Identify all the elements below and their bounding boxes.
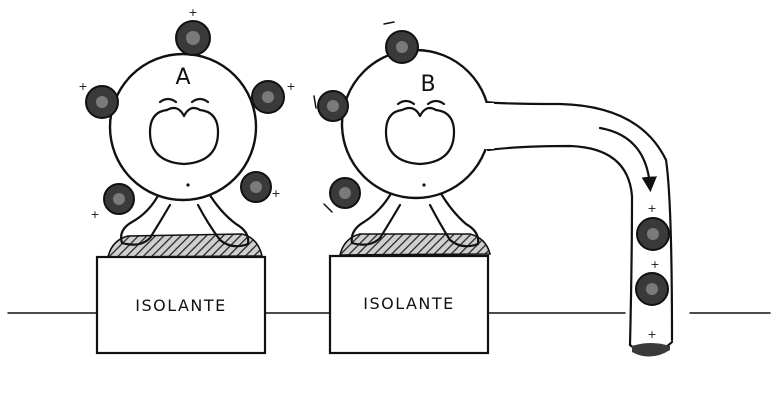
charge-ball-icon: +: [90, 184, 134, 221]
insulator-b-label: ISOLANTE: [363, 294, 455, 313]
charge-ball-icon: +: [176, 6, 210, 55]
insulator-a-label: ISOLANTE: [135, 296, 227, 315]
conducting-tube-inner: [488, 146, 632, 345]
svg-text:+: +: [188, 6, 197, 19]
figure-b-navel: [422, 183, 425, 186]
insulator-b: ISOLANTE: [330, 256, 488, 353]
figure-a-navel: [186, 183, 189, 186]
charge-ball-icon: +: [78, 80, 118, 118]
charge-ball-icon: [314, 91, 348, 121]
svg-text:+: +: [647, 202, 656, 215]
arrow-down-icon: [600, 128, 650, 186]
charge-ball-icon: +: [637, 202, 669, 250]
tube-joint: [484, 103, 494, 149]
figure-b-letter: B: [420, 72, 435, 97]
figure-a-letter: A: [175, 65, 190, 90]
charge-ball-icon: +: [636, 258, 668, 305]
charge-ball-icon: +: [241, 172, 281, 202]
svg-text:+: +: [78, 80, 87, 93]
tube-end-charge: [632, 343, 670, 357]
charge-ball-icon: [324, 178, 360, 212]
svg-text:+: +: [650, 258, 659, 271]
charge-ball-icon: +: [252, 80, 296, 113]
tube-end-sign: +: [647, 328, 656, 341]
svg-text:+: +: [271, 187, 280, 200]
charge-ball-icon: [384, 22, 418, 63]
figure-a: A + + + + +: [78, 6, 295, 257]
svg-text:+: +: [286, 80, 295, 93]
svg-text:+: +: [90, 208, 99, 221]
figure-b-body: [342, 50, 490, 198]
insulator-a: ISOLANTE: [97, 257, 265, 353]
